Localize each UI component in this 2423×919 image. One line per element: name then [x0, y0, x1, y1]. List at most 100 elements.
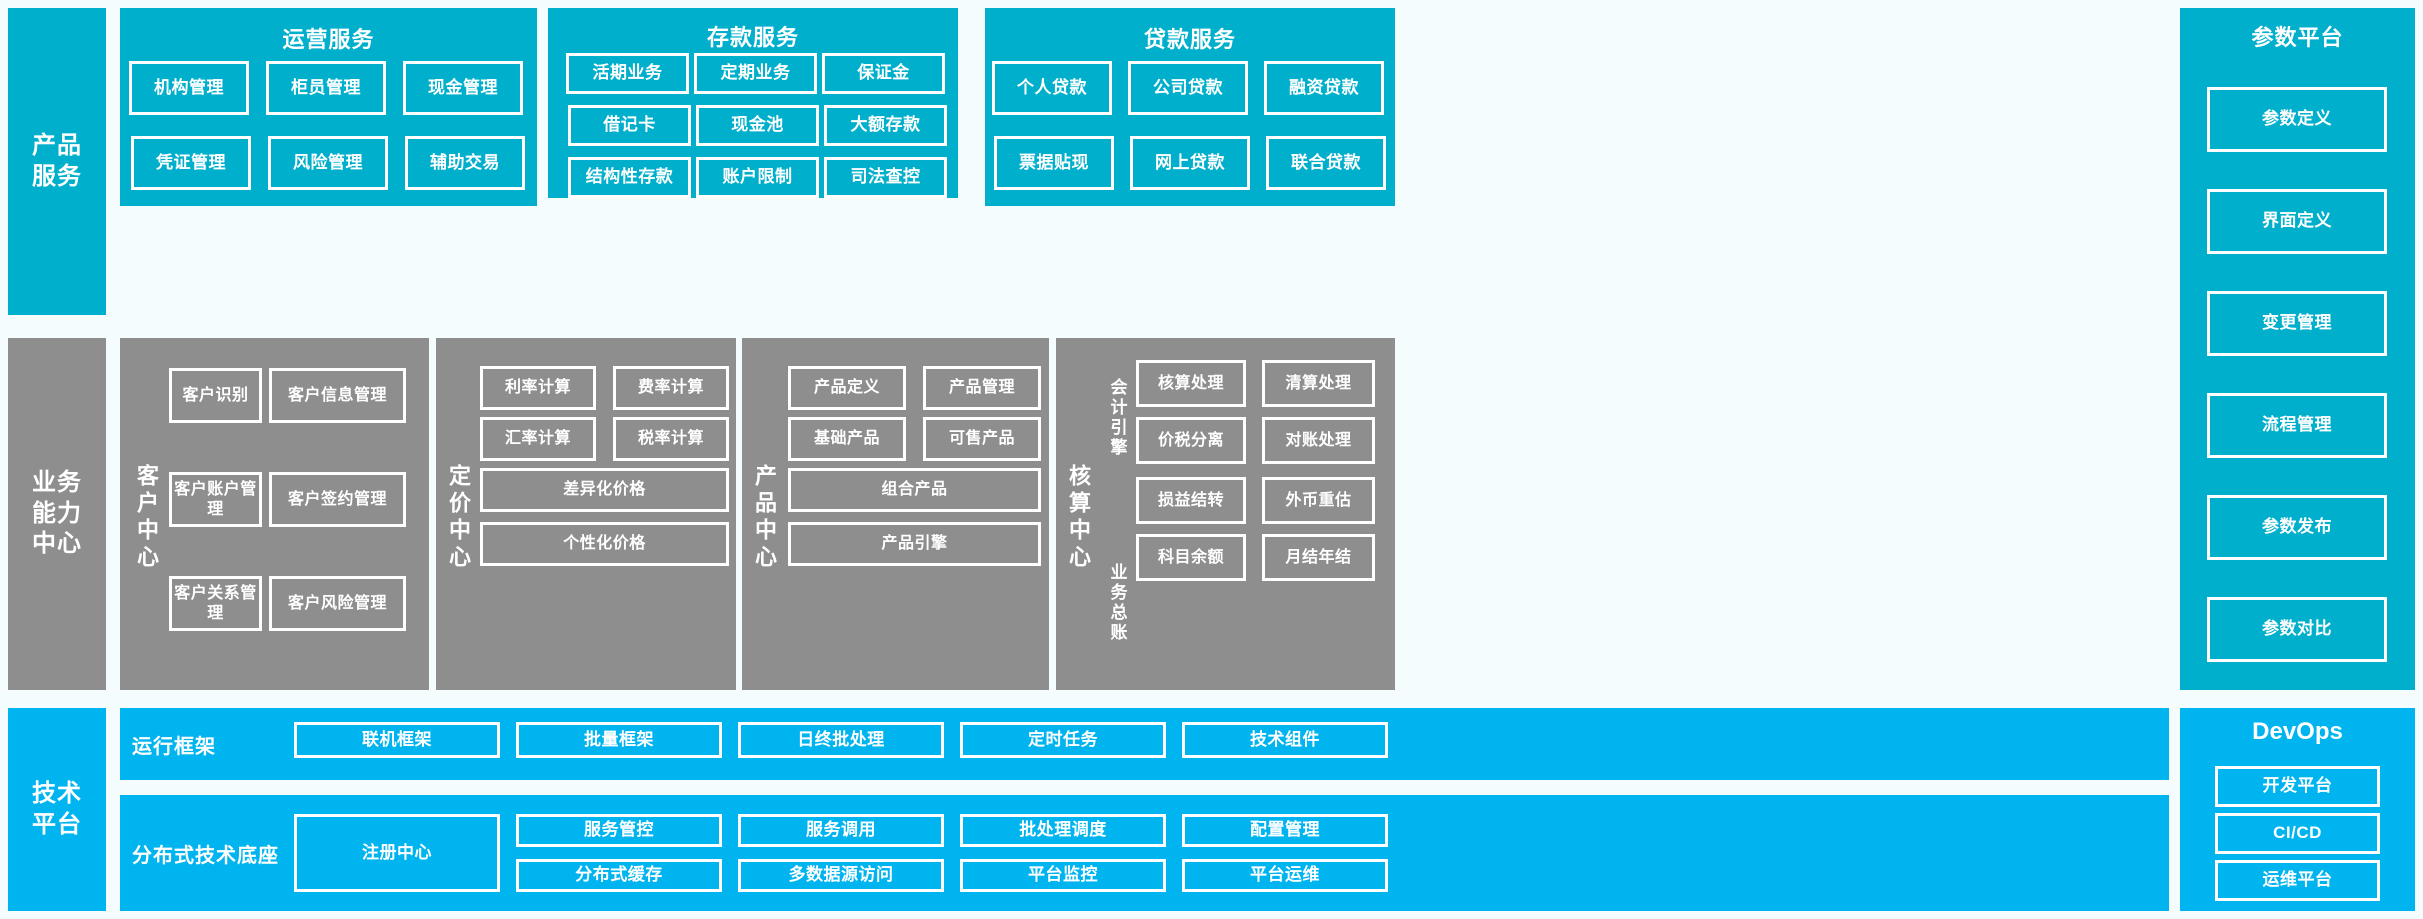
tile-cash-pool[interactable]: 现金池 [696, 105, 819, 146]
tile-platform-operations[interactable]: 平台运维 [1182, 859, 1388, 892]
tile-basic-product[interactable]: 基础产品 [788, 417, 906, 461]
rail-product-line2: 服务 [32, 162, 82, 190]
tile-sellable-product[interactable]: 可售产品 [923, 417, 1041, 461]
group-deposit-services: 存款服务 活期业务 定期业务 保证金 借记卡 现金池 大额存款 结构性存款 账户… [548, 8, 958, 198]
tile-reconciliation-processing[interactable]: 对账处理 [1262, 417, 1375, 464]
tile-exchange-rate-calculation[interactable]: 汇率计算 [480, 417, 596, 461]
tile-customer-relationship-management[interactable]: 客户关系管理 [169, 576, 262, 631]
center-label-pricing: 定价中心 [446, 464, 471, 572]
tech-row-label-runtime-framework: 运行框架 [132, 735, 216, 758]
tile-voucher-management[interactable]: 凭证管理 [131, 136, 251, 190]
tile-month-year-end-closing[interactable]: 月结年结 [1262, 534, 1375, 581]
tile-personal-loan[interactable]: 个人贷款 [992, 61, 1112, 115]
tech-row-label-distributed-foundation: 分布式技术底座 [132, 844, 279, 867]
group-title-operation-services: 运营服务 [282, 27, 375, 52]
tile-customer-contract-management[interactable]: 客户签约管理 [269, 472, 406, 527]
tile-account-restriction[interactable]: 账户限制 [696, 157, 819, 198]
center-sublabel-accounting-engine: 会计引擎 [1107, 378, 1127, 458]
tile-registry-center[interactable]: 注册中心 [294, 814, 500, 892]
panel-title-devops: DevOps [2252, 718, 2343, 745]
tile-org-management[interactable]: 机构管理 [129, 61, 249, 115]
rail-capability-line1: 业务 [32, 468, 82, 496]
tile-judicial-inquiry[interactable]: 司法查控 [824, 157, 947, 198]
group-operation-services: 运营服务 机构管理 柜员管理 现金管理 凭证管理 风险管理 辅助交易 [120, 8, 537, 206]
tile-multi-datasource-access[interactable]: 多数据源访问 [738, 859, 944, 892]
tile-time-deposit[interactable]: 定期业务 [694, 53, 817, 94]
group-title-loan-services: 贷款服务 [1143, 27, 1236, 52]
tile-risk-management[interactable]: 风险管理 [268, 136, 388, 190]
tile-service-governance[interactable]: 服务管控 [516, 814, 722, 847]
tile-distributed-cache[interactable]: 分布式缓存 [516, 859, 722, 892]
rail-capability-line3: 中心 [32, 530, 82, 558]
layer-rail-product-services: 产品 服务 [8, 8, 106, 315]
tile-personalized-price[interactable]: 个性化价格 [480, 522, 729, 566]
tile-combined-product[interactable]: 组合产品 [788, 468, 1041, 512]
tile-financing-loan[interactable]: 融资贷款 [1264, 61, 1384, 115]
tile-product-engine[interactable]: 产品引擎 [788, 522, 1041, 566]
tile-product-definition[interactable]: 产品定义 [788, 366, 906, 410]
tile-subject-balance[interactable]: 科目余额 [1136, 534, 1246, 581]
tile-customer-account-management[interactable]: 客户账户管理 [169, 472, 262, 527]
tile-technical-component[interactable]: 技术组件 [1182, 722, 1388, 758]
tech-row-distributed-foundation: 分布式技术底座 注册中心 服务管控 服务调用 批处理调度 配置管理 分布式缓存 … [120, 795, 2169, 911]
layer-rail-technology-platform: 技术 平台 [8, 708, 106, 911]
center-label-customer: 客户中心 [134, 464, 159, 572]
tile-price-tax-separation[interactable]: 价税分离 [1136, 417, 1246, 464]
tech-row-runtime-framework: 运行框架 联机框架 批量框架 日终批处理 定时任务 技术组件 [120, 708, 2169, 780]
tile-auxiliary-transaction[interactable]: 辅助交易 [405, 136, 525, 190]
center-product: 产品中心 产品定义 产品管理 基础产品 可售产品 组合产品 产品引擎 [742, 338, 1049, 690]
tile-interface-definition[interactable]: 界面定义 [2207, 189, 2387, 254]
tile-large-deposit[interactable]: 大额存款 [824, 105, 947, 146]
center-label-accounting: 核算中心 [1066, 464, 1091, 572]
tile-online-loan[interactable]: 网上贷款 [1130, 136, 1250, 190]
center-label-product: 产品中心 [752, 464, 777, 572]
tile-parameter-publish[interactable]: 参数发布 [2207, 495, 2387, 560]
tile-bill-discount[interactable]: 票据贴现 [994, 136, 1114, 190]
tile-platform-monitoring[interactable]: 平台监控 [960, 859, 1166, 892]
tile-demand-deposit[interactable]: 活期业务 [566, 53, 689, 94]
tile-process-management[interactable]: 流程管理 [2207, 393, 2387, 458]
rail-capability-line2: 能力 [32, 499, 82, 527]
tile-batch-framework[interactable]: 批量框架 [516, 722, 722, 758]
tile-customer-risk-management[interactable]: 客户风险管理 [269, 576, 406, 631]
tile-syndicated-loan[interactable]: 联合贷款 [1266, 136, 1386, 190]
tile-profit-loss-carryover[interactable]: 损益结转 [1136, 477, 1246, 524]
tile-interest-rate-calculation[interactable]: 利率计算 [480, 366, 596, 410]
tile-change-management[interactable]: 变更管理 [2207, 291, 2387, 356]
panel-parameter-platform: 参数平台 参数定义 界面定义 变更管理 流程管理 参数发布 参数对比 [2180, 8, 2415, 690]
tile-scheduled-task[interactable]: 定时任务 [960, 722, 1166, 758]
tile-customer-info-management[interactable]: 客户信息管理 [269, 368, 406, 423]
tile-service-invocation[interactable]: 服务调用 [738, 814, 944, 847]
rail-technology-line1: 技术 [32, 779, 82, 807]
tile-debit-card[interactable]: 借记卡 [568, 105, 691, 146]
tile-end-of-day-batch[interactable]: 日终批处理 [738, 722, 944, 758]
tile-structured-deposit[interactable]: 结构性存款 [568, 157, 691, 198]
tile-parameter-comparison[interactable]: 参数对比 [2207, 597, 2387, 662]
center-customer: 客户中心 客户识别 客户信息管理 客户账户管理 客户签约管理 客户关系管理 客户… [120, 338, 429, 690]
group-title-deposit-services: 存款服务 [706, 25, 799, 50]
tile-operations-platform[interactable]: 运维平台 [2215, 860, 2380, 901]
tile-batch-scheduling[interactable]: 批处理调度 [960, 814, 1166, 847]
tile-teller-management[interactable]: 柜员管理 [266, 61, 386, 115]
panel-title-parameter-platform: 参数平台 [2251, 25, 2344, 50]
tile-corporate-loan[interactable]: 公司贷款 [1128, 61, 1248, 115]
tile-foreign-currency-revaluation[interactable]: 外币重估 [1262, 477, 1375, 524]
center-sublabel-business-ledger: 业务总账 [1107, 563, 1127, 643]
layer-rail-business-capability: 业务 能力 中心 [8, 338, 106, 690]
tile-fee-rate-calculation[interactable]: 费率计算 [613, 366, 729, 410]
tile-product-management[interactable]: 产品管理 [923, 366, 1041, 410]
tile-cash-management[interactable]: 现金管理 [403, 61, 523, 115]
tile-margin-deposit[interactable]: 保证金 [822, 53, 945, 94]
tile-development-platform[interactable]: 开发平台 [2215, 766, 2380, 807]
tile-accounting-processing[interactable]: 核算处理 [1136, 360, 1246, 407]
tile-settlement-processing[interactable]: 清算处理 [1262, 360, 1375, 407]
tile-tax-rate-calculation[interactable]: 税率计算 [613, 417, 729, 461]
tile-online-framework[interactable]: 联机框架 [294, 722, 500, 758]
tile-parameter-definition[interactable]: 参数定义 [2207, 87, 2387, 152]
tile-customer-identification[interactable]: 客户识别 [169, 368, 262, 423]
tile-ci-cd[interactable]: CI/CD [2215, 813, 2380, 854]
panel-devops: DevOps 开发平台 CI/CD 运维平台 [2180, 708, 2415, 911]
tile-configuration-management[interactable]: 配置管理 [1182, 814, 1388, 847]
tile-differential-price[interactable]: 差异化价格 [480, 468, 729, 512]
